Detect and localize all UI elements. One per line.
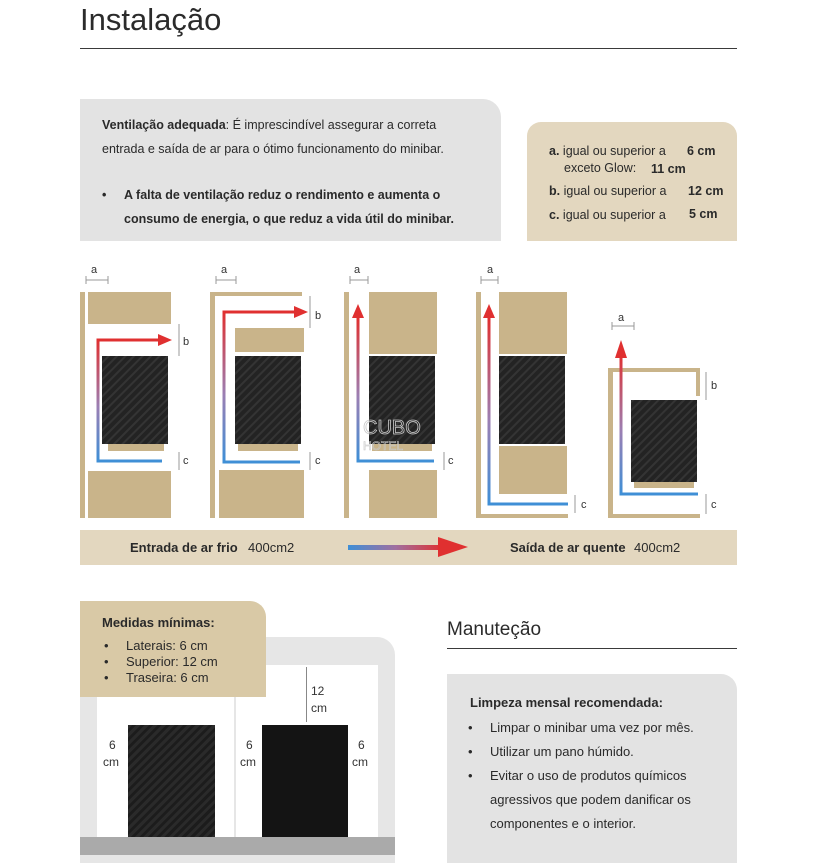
distance-a-extra: exceto Glow: [564, 161, 636, 175]
distance-a-extra-value: 11 cm [651, 162, 686, 176]
watermark-logo: CUBO [363, 417, 421, 439]
dim-top-num: 12 [311, 684, 325, 698]
ventilation-heading: Ventilação adequada [102, 118, 226, 132]
dim-left-num: 6 [109, 738, 116, 752]
diagram-3 [344, 276, 445, 518]
dim-right-unit: cm [352, 755, 368, 769]
diagram-4 [476, 276, 576, 518]
label-c-2: c [315, 455, 321, 467]
distance-a-key: a. [549, 144, 560, 158]
distance-c-value-wrap: 5 cm [689, 207, 718, 221]
distance-a-extra-wrap: 11 cm [651, 162, 686, 176]
distance-a-value-wrap: 6 cm [687, 144, 716, 158]
label-a-2: a [221, 264, 228, 276]
dim-mid-num: 6 [246, 738, 253, 752]
ventilation-bullet-text: A falta de ventilação reduz o rendimento… [124, 188, 454, 226]
label-a-3: a [354, 264, 361, 276]
minibar-left [128, 725, 215, 837]
airflow-out-value: 400cm2 [634, 540, 681, 555]
airflow-arrow-icon [348, 537, 468, 557]
distance-c-value: 5 cm [689, 207, 718, 221]
airflow-out-label: Saída de ar quente [510, 540, 626, 555]
label-b-2: b [315, 310, 322, 322]
bullet-icon: • [102, 188, 107, 202]
diagram-1 [80, 276, 180, 518]
label-c-3: c [448, 455, 454, 467]
distance-c-key: c. [549, 208, 560, 222]
distance-c: c. igual ou superior a [549, 208, 666, 222]
maintenance-divider [447, 648, 737, 649]
distance-b-key: b. [549, 184, 561, 198]
dim-left-unit: cm [103, 755, 119, 769]
distance-c-text: igual ou superior a [562, 208, 666, 222]
distance-b-value-wrap: 12 cm [688, 184, 723, 198]
distance-a-extra-text: exceto Glow: [564, 161, 637, 175]
airflow-out: Saída de ar quente [510, 540, 626, 555]
dim-right-num: 6 [358, 738, 365, 752]
measures-item: •Superior: 12 cm [104, 654, 218, 669]
diagram-5 [608, 322, 707, 518]
label-c-5: c [711, 499, 717, 511]
maintenance-heading: Limpeza mensal recomendada: [470, 695, 663, 710]
distance-b: b. igual ou superior a [549, 184, 666, 198]
maintenance-list: •Limpar o minibar uma vez por mês. •Util… [468, 716, 718, 836]
maintenance-item: •Utilizar um pano húmido. [468, 744, 634, 759]
label-a-5: a [618, 312, 625, 324]
dim-mid-unit: cm [240, 755, 256, 769]
measures-item: •Laterais: 6 cm [104, 638, 208, 653]
watermark-sub: HOTEL [363, 439, 403, 453]
label-a-1: a [91, 264, 98, 276]
dim-top-line [306, 667, 307, 722]
airflow-in-label: Entrada de ar frio [130, 540, 238, 555]
floor [80, 837, 395, 855]
maintenance-item: •Limpar o minibar uma vez por mês. [468, 720, 694, 735]
distance-a: a. igual ou superior a [549, 144, 666, 158]
airflow-in: Entrada de ar frio [130, 540, 238, 555]
distance-b-text: igual ou superior a [563, 184, 667, 198]
label-c-4: c [581, 499, 587, 511]
ventilation-body: : É imprescindível assegurar a correta e… [102, 118, 444, 156]
title-divider [80, 48, 737, 49]
minibar-right [262, 725, 348, 837]
label-b-5: b [711, 380, 718, 392]
ventilation-bullet: • A falta de ventilação reduz o rendimen… [102, 183, 492, 231]
maintenance-title: Manuteção [447, 619, 542, 640]
label-c-1: c [183, 455, 189, 467]
measures-panel [80, 601, 266, 697]
distance-a-text: igual ou superior a [562, 144, 666, 158]
airflow-in-value: 400cm2 [248, 540, 295, 555]
measures-list: •Laterais: 6 cm •Superior: 12 cm •Trasei… [104, 638, 218, 686]
page-title: Instalação [80, 2, 222, 37]
diagram-2 [210, 276, 311, 518]
label-b-1: b [183, 336, 190, 348]
ventilation-text: Ventilação adequada: É imprescindível as… [102, 113, 482, 161]
maintenance-item: •Evitar o uso de produtos químicos agres… [468, 768, 691, 831]
maintenance-panel [447, 674, 737, 863]
distances-panel [527, 122, 737, 241]
distance-a-value: 6 cm [687, 144, 716, 158]
dim-top-unit: cm [311, 701, 327, 715]
measures-heading: Medidas mínimas: [102, 615, 215, 630]
ventilation-panel [80, 99, 501, 241]
installation-diagrams: CUBO HOTEL [80, 276, 707, 518]
label-a-4: a [487, 264, 494, 276]
distance-b-value: 12 cm [688, 184, 724, 198]
measures-item: •Traseira: 6 cm [104, 670, 209, 685]
